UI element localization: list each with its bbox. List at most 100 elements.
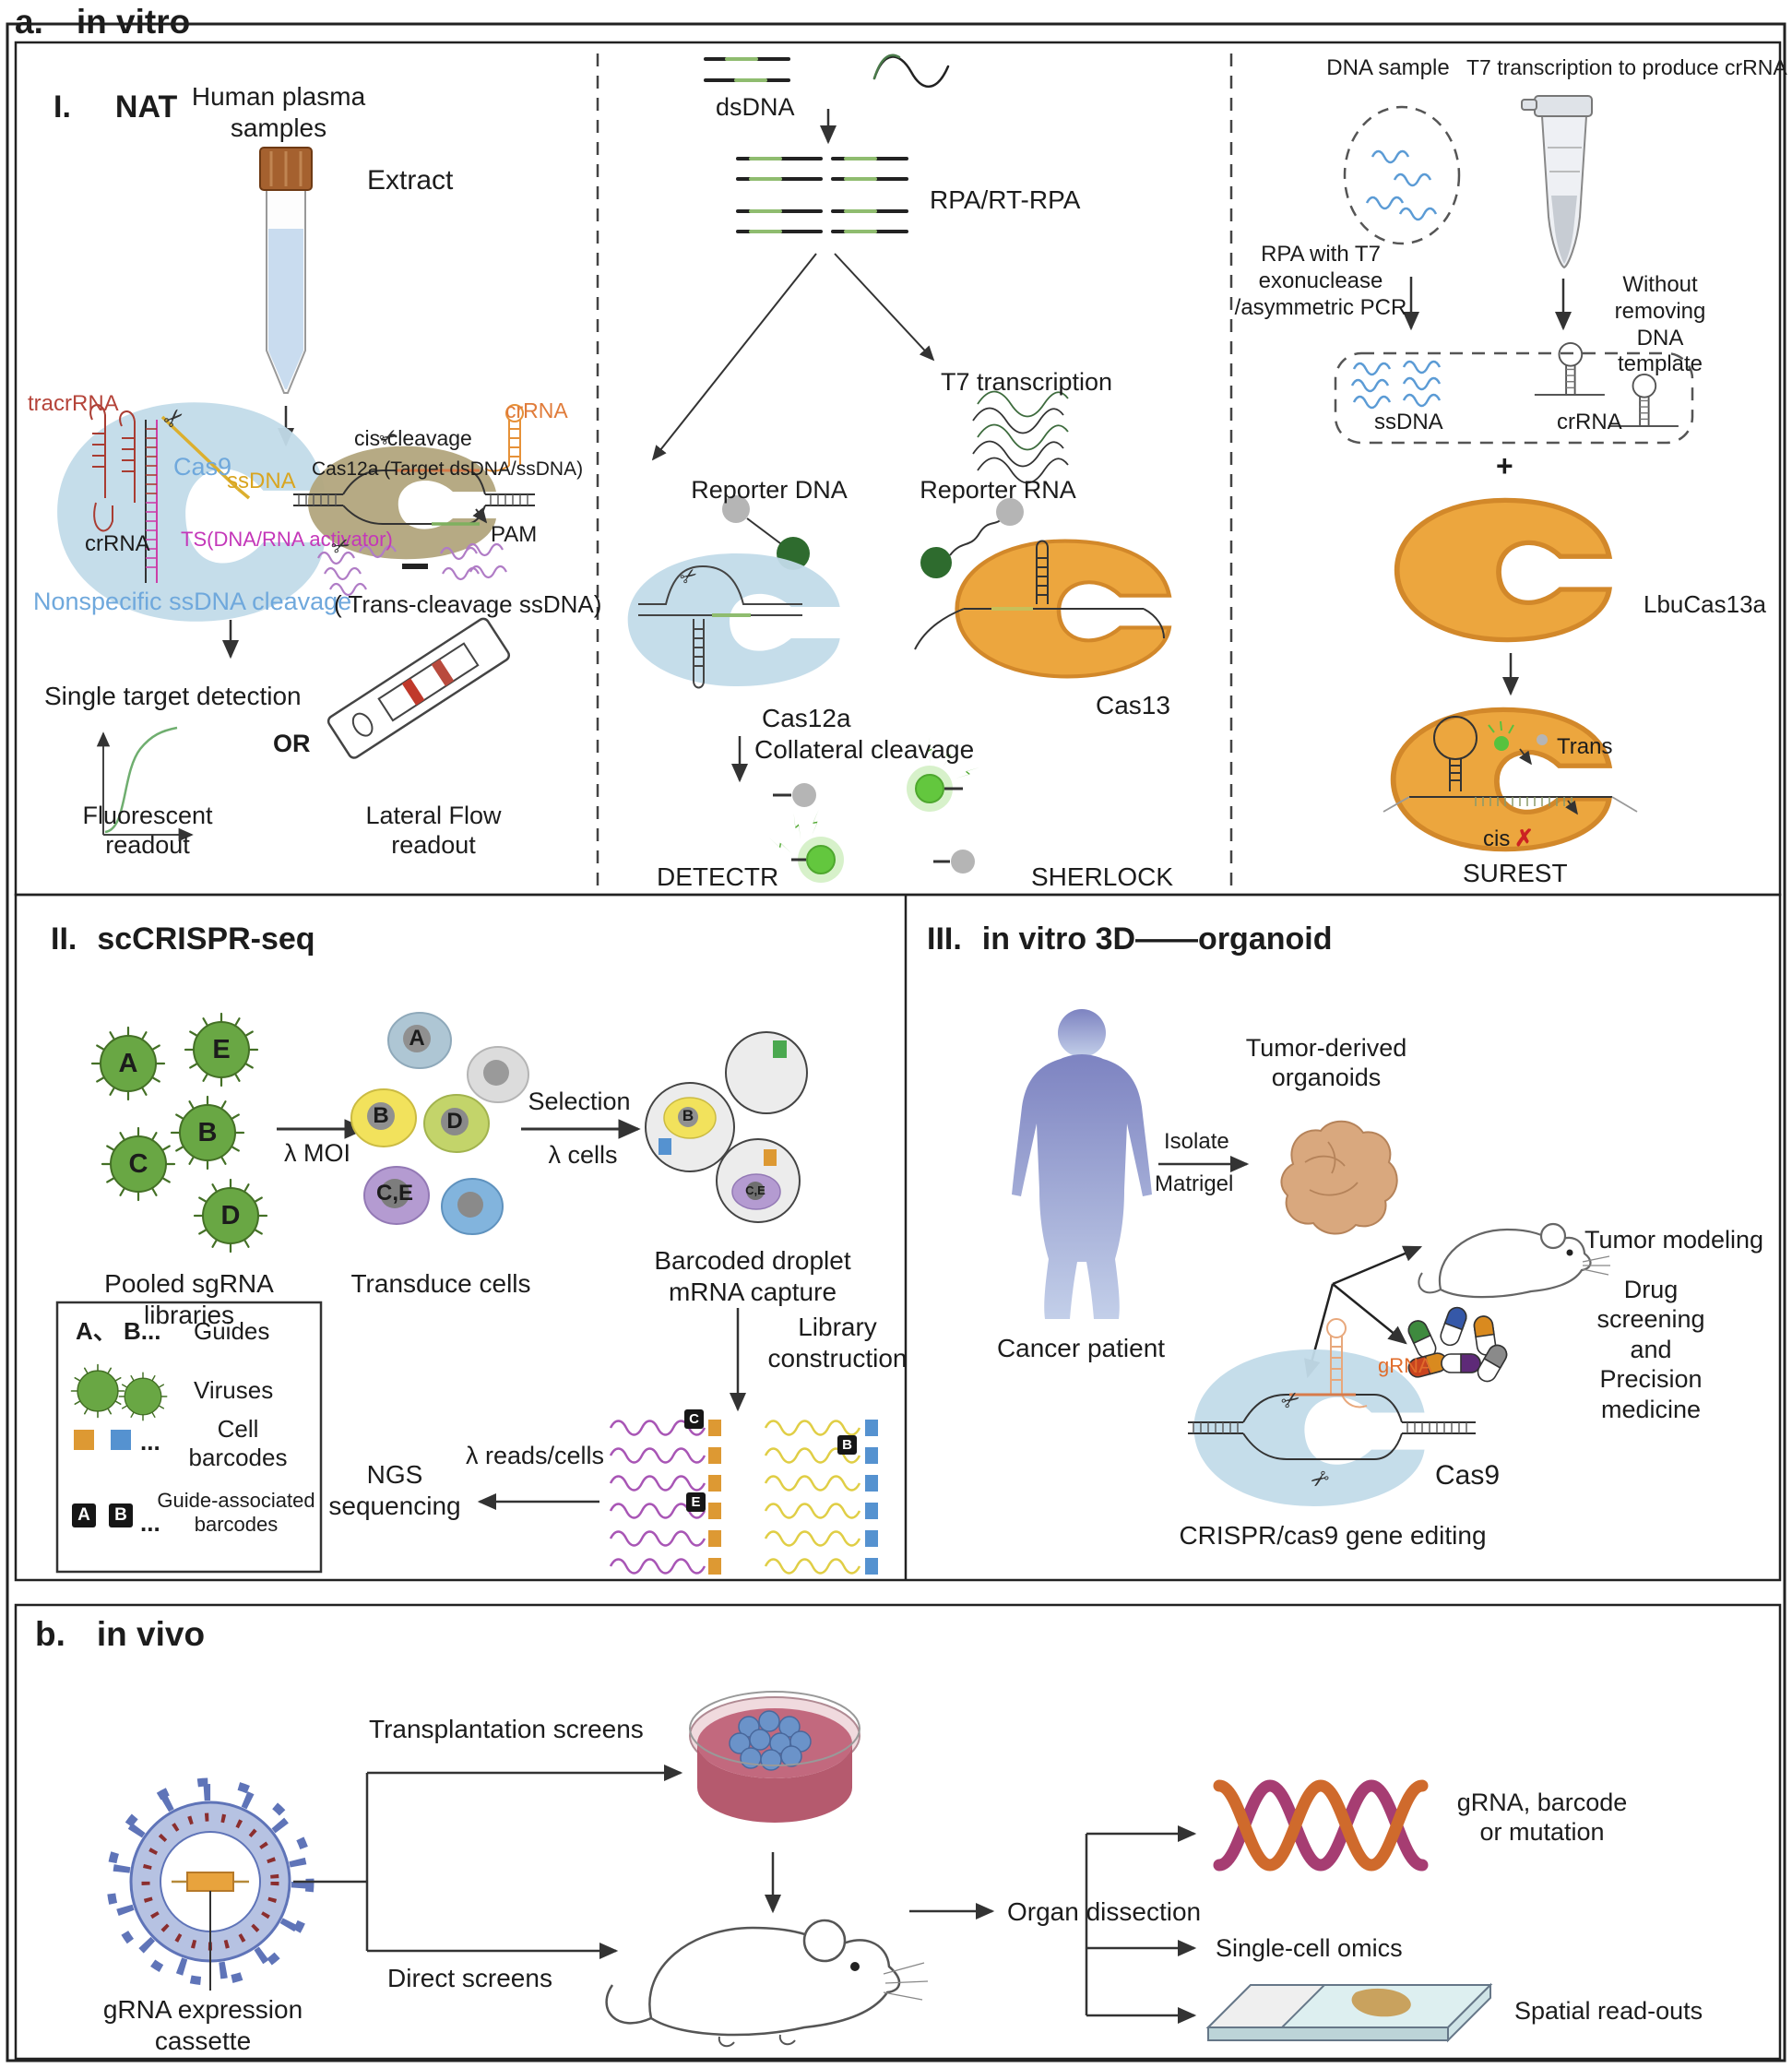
falcon-tube bbox=[259, 147, 313, 394]
panel-borders bbox=[6, 22, 1786, 2062]
droplet-ce-label: C,E bbox=[745, 1183, 765, 1197]
lateral-flow-strip bbox=[326, 617, 511, 759]
lbucas13a-label: LbuCas13a bbox=[1644, 590, 1766, 618]
box-crrna-label: crRNA bbox=[1557, 410, 1622, 434]
petri-dish bbox=[689, 1691, 860, 1823]
library-construction-label: Library construction bbox=[767, 1313, 908, 1373]
trans-label: Trans bbox=[1557, 734, 1613, 759]
legend-guides-label: Guides bbox=[194, 1317, 270, 1345]
cis-cleavage-label: cis-cleavage bbox=[354, 426, 472, 450]
crrna-right-label: crRNA bbox=[505, 398, 568, 422]
legend-badge-a: A bbox=[72, 1503, 96, 1527]
grna-virus-vector bbox=[106, 1777, 314, 1991]
ssdna-label: ssDNA bbox=[227, 469, 296, 493]
read-badge-e: E bbox=[686, 1492, 706, 1512]
section-i-title: NAT bbox=[114, 89, 178, 125]
section-iii-title: in vitro 3D——organoid bbox=[981, 921, 1333, 957]
dna-helix bbox=[1213, 1779, 1429, 1872]
cas12a-target-label: Cas12a (Target dsDNA/ssDNA) bbox=[312, 458, 584, 480]
tissue-slide bbox=[1205, 1982, 1493, 2043]
dna-sample-label: DNA sample bbox=[1326, 55, 1450, 80]
cas9-complex bbox=[57, 402, 326, 622]
panel-b-label: b. bbox=[35, 1615, 65, 1653]
virus-b-label: B bbox=[197, 1118, 218, 1147]
cis-x-mark: ✗ bbox=[1514, 826, 1534, 851]
cas12a-label: Cas12a bbox=[762, 704, 851, 732]
cas13-label: Cas13 bbox=[1096, 691, 1170, 719]
surest-label: SUREST bbox=[1463, 859, 1568, 887]
fluorescent-readout-label: Fluorescent readout bbox=[82, 802, 213, 860]
gene-editing-label: CRISPR/cas9 gene editing bbox=[1179, 1521, 1487, 1550]
surest-arrows bbox=[1403, 277, 1572, 331]
tumor-modeling-label: Tumor modeling bbox=[1584, 1226, 1764, 1254]
t7-transcription-label: T7 transcription bbox=[941, 368, 1113, 396]
section-i-heading: I. NAT bbox=[53, 89, 177, 126]
branch-arrows bbox=[651, 253, 935, 461]
panel-b-heading: b. in vivo bbox=[35, 1614, 205, 1655]
eppendorf-tube bbox=[1521, 95, 1593, 269]
t7-crrna-label: T7 transcription to produce crRNA bbox=[1466, 55, 1787, 79]
dna-sample-circle bbox=[1343, 105, 1461, 245]
cell-b-label: B bbox=[373, 1103, 389, 1128]
panel-a-label: a. bbox=[15, 3, 43, 41]
amplified-products bbox=[736, 157, 908, 233]
reporter-dna-label: Reporter DNA bbox=[691, 476, 848, 504]
cleaved-reporters bbox=[766, 736, 980, 883]
ngs-label: NGS sequencing bbox=[328, 1460, 461, 1520]
ts-activator-label: TS(DNA/RNA activator) bbox=[181, 528, 393, 551]
barcoded-droplets bbox=[645, 1031, 808, 1223]
spatial-readouts-label: Spatial read-outs bbox=[1514, 1997, 1703, 2025]
organ-dissection-label: Organ dissection bbox=[1007, 1897, 1202, 1926]
dsdna-label: dsDNA bbox=[716, 93, 795, 121]
cas12a-detectr bbox=[627, 495, 840, 689]
human-plasma-label: Human plasma samples bbox=[191, 82, 366, 142]
dsdna-template bbox=[704, 53, 950, 89]
reporter-rna-label: Reporter RNA bbox=[920, 476, 1076, 504]
without-removing-label: Without removing DNA template bbox=[1614, 272, 1706, 377]
lbucas13a-blob bbox=[1397, 500, 1609, 639]
virus-d-label: D bbox=[220, 1201, 241, 1230]
drug-screening-label: Drug screening and Precision medicine bbox=[1596, 1276, 1705, 1423]
pooled-sgrna-label: Pooled sgRNA libraries bbox=[104, 1269, 274, 1329]
cas13-sherlock bbox=[914, 498, 1169, 676]
read-badge-c: C bbox=[684, 1409, 704, 1429]
trans-cleavage-label: ( Trans-cleavage ssDNA) bbox=[334, 590, 602, 618]
virus-e-label: E bbox=[212, 1035, 231, 1064]
detectr-label: DETECTR bbox=[657, 862, 779, 891]
panel-a-heading: a.in vitro bbox=[15, 2, 190, 42]
cell-a-label: A bbox=[409, 1026, 425, 1051]
single-target-label: Single target detection bbox=[44, 682, 302, 710]
grna-label: gRNA bbox=[1378, 1354, 1432, 1377]
cas12a-complex bbox=[293, 404, 535, 560]
legend-guides-key: A、 B... bbox=[76, 1317, 161, 1345]
section-i-label: I. bbox=[53, 89, 71, 125]
ssdna-crrna-box bbox=[1334, 342, 1694, 445]
tracrrna-label: tracrRNA bbox=[28, 391, 119, 416]
section-ii-label: II. bbox=[51, 921, 77, 957]
mouse-large bbox=[605, 1919, 929, 2048]
moi-label: λ MOI bbox=[284, 1139, 350, 1167]
box-ssdna-label: ssDNA bbox=[1374, 410, 1443, 434]
transplantation-label: Transplantation screens bbox=[369, 1715, 644, 1743]
readout-branch bbox=[1085, 1825, 1197, 2024]
legend-dots-1: ... bbox=[140, 1428, 160, 1456]
cell-ce-label: C,E bbox=[375, 1181, 414, 1206]
legend-box bbox=[55, 1301, 323, 1574]
panel-b-title: in vivo bbox=[96, 1615, 206, 1653]
surest-active-blob bbox=[1383, 709, 1638, 849]
read-badge-b: B bbox=[837, 1435, 857, 1455]
extract-label: Extract bbox=[367, 165, 454, 196]
t7-rna-stack bbox=[972, 390, 1069, 484]
organoid-blob bbox=[1280, 1120, 1398, 1235]
section-iii-heading: III.in vitro 3D——organoid bbox=[927, 921, 1332, 958]
single-cell-label: Single-cell omics bbox=[1216, 1934, 1403, 1962]
selection-label: Selection bbox=[528, 1087, 631, 1115]
cassette-label: gRNA expression cassette bbox=[102, 1995, 303, 2055]
tumor-organoids-label: Tumor-derived organoids bbox=[1245, 1034, 1407, 1092]
cas9-label: Cas9 bbox=[173, 453, 232, 481]
barcoded-droplet-label: Barcoded droplet mRNA capture bbox=[654, 1246, 851, 1306]
lateral-flow-readout-label: Lateral Flow readout bbox=[365, 802, 502, 860]
grna-barcode-label: gRNA, barcode or mutation bbox=[1456, 1789, 1628, 1847]
cell-d-label: D bbox=[446, 1109, 463, 1134]
